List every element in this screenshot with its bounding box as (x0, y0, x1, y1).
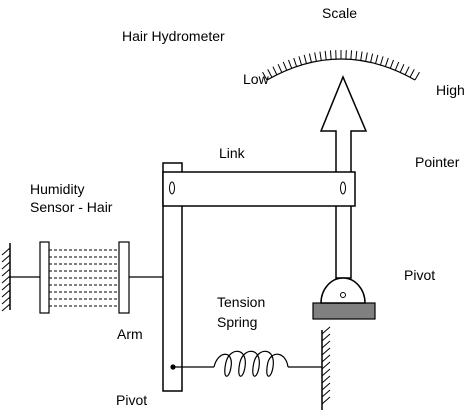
wall-hatch (321, 326, 331, 335)
pointer-label: Pointer (415, 154, 460, 170)
scale-tick (365, 52, 368, 62)
link-slot-left (169, 181, 175, 195)
scale-tick (267, 69, 273, 78)
tension-spring-coil (213, 350, 289, 377)
wall-hatch (321, 333, 331, 342)
scale-tick (414, 71, 420, 81)
scale-tick (370, 53, 374, 63)
link-label: Link (219, 145, 246, 161)
scale-tick (288, 59, 293, 69)
scale-tick (389, 59, 394, 69)
link-slot-right (340, 181, 346, 195)
hair-strands (49, 249, 119, 307)
scale-tick (262, 71, 268, 81)
sensor-label-line2: Sensor - Hair (30, 199, 113, 215)
pivot-dome (320, 277, 366, 304)
scale-tick (394, 61, 400, 71)
wall-hatch (1, 282, 11, 291)
scale-tick (298, 56, 303, 66)
wall-hatch (321, 347, 331, 356)
scale-tick (404, 66, 410, 75)
sensor-frame-left (39, 241, 50, 314)
wall-hatch (321, 382, 331, 391)
scale-tick (308, 53, 312, 63)
scale-tick (319, 51, 322, 61)
pivot-pin-right (340, 292, 346, 298)
arm-label: Arm (117, 326, 143, 342)
scale-tick (324, 50, 327, 60)
sensor-frame-right (118, 241, 130, 314)
wall-hatch (1, 296, 11, 305)
wall-hatch (1, 275, 11, 284)
wall-hatch (321, 389, 331, 398)
pivot-right-label: Pivot (404, 267, 435, 283)
scale-tick (409, 69, 415, 78)
pivot-left-label: Pivot (116, 392, 147, 408)
scale-tick (384, 57, 389, 67)
title-label: Hair Hydrometer (122, 28, 225, 44)
wall-hatch (321, 354, 331, 363)
scale-tick (375, 54, 379, 64)
wall-hatch (321, 368, 331, 377)
high-label: High (436, 82, 465, 98)
scale-label: Scale (322, 5, 357, 21)
wall-hatch (321, 340, 331, 349)
wall-hatch (321, 375, 331, 384)
scale-tick (303, 54, 307, 64)
scale-tick (329, 50, 332, 60)
scale-tick (355, 50, 358, 60)
scale-tick (282, 61, 288, 71)
scale-ticks (262, 50, 420, 81)
scale-tick (360, 51, 363, 61)
low-label: Low (243, 71, 270, 87)
wall-hatch (1, 303, 11, 312)
scale-arc (262, 50, 420, 81)
tension-label-line1: Tension (217, 294, 265, 310)
scale-tick (350, 50, 353, 60)
pivot-base (312, 302, 376, 320)
wall-hatch (321, 361, 331, 370)
scale-tick (379, 56, 384, 66)
scale-tick (314, 52, 317, 62)
link-bar (162, 171, 356, 207)
scale-tick (293, 57, 298, 67)
wall-hatch (1, 289, 11, 298)
right-wall (321, 326, 331, 410)
scale-tick (277, 64, 283, 73)
scale-tick (272, 66, 278, 75)
wall-hatch (1, 247, 11, 256)
wall-hatch (321, 396, 331, 405)
left-wall (1, 243, 11, 312)
wall-hatch (1, 268, 11, 277)
scale-tick (399, 64, 405, 73)
wall-hatch (1, 261, 11, 270)
tension-label-line2: Spring (217, 314, 257, 330)
sensor-label-line1: Humidity (30, 181, 84, 197)
wall-hatch (1, 254, 11, 263)
